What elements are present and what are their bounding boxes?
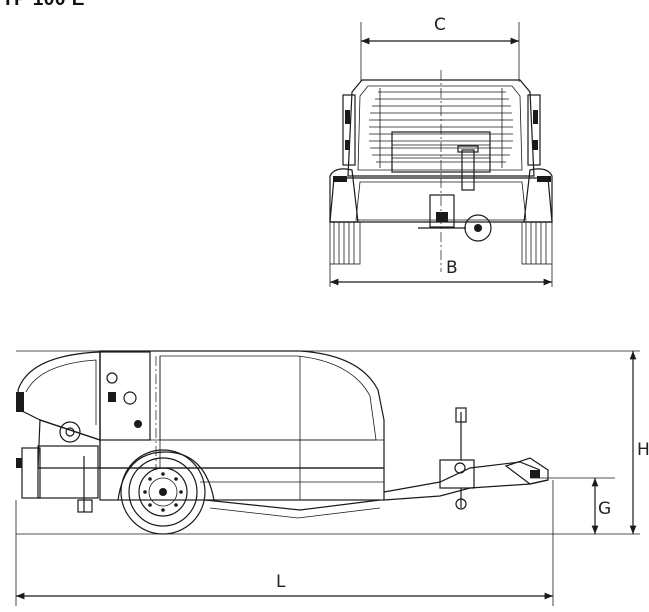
dimension-g-label: G — [598, 499, 611, 519]
model-title: TP 100 E — [2, 0, 85, 11]
dimension-b-label: B — [446, 258, 458, 278]
dimension-l-label: L — [276, 572, 286, 592]
dimension-c-label: C — [434, 15, 446, 35]
dimension-h-label: H — [637, 440, 649, 460]
side-view — [15, 350, 640, 606]
front-view — [329, 22, 553, 287]
